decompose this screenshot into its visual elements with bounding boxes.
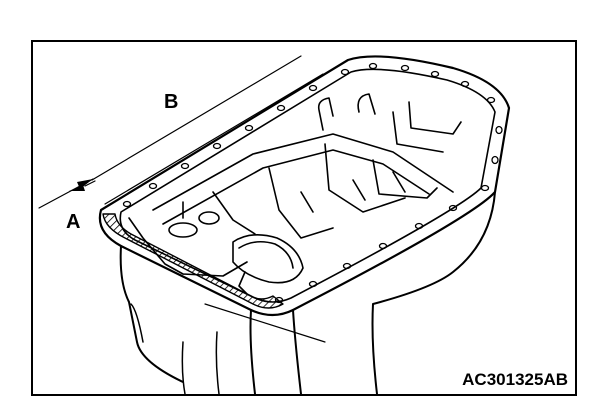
pan-flange-outer — [98, 55, 511, 317]
dimension-label-a: A — [66, 211, 81, 233]
oil-pan-illustration — [38, 55, 511, 394]
bolt-holes — [122, 62, 503, 304]
sealant-bead — [102, 213, 284, 309]
baffle-ribs — [152, 93, 462, 239]
figure-code: AC301325AB — [462, 370, 568, 389]
pan-body — [119, 191, 496, 394]
dimension-line-a — [38, 178, 96, 209]
leader-line — [204, 303, 326, 343]
dimension-line-b — [91, 55, 324, 205]
diagram-frame: A B AC301325AB — [31, 40, 577, 396]
sump-detail — [128, 211, 304, 295]
dimension-label-b: B — [164, 91, 179, 113]
